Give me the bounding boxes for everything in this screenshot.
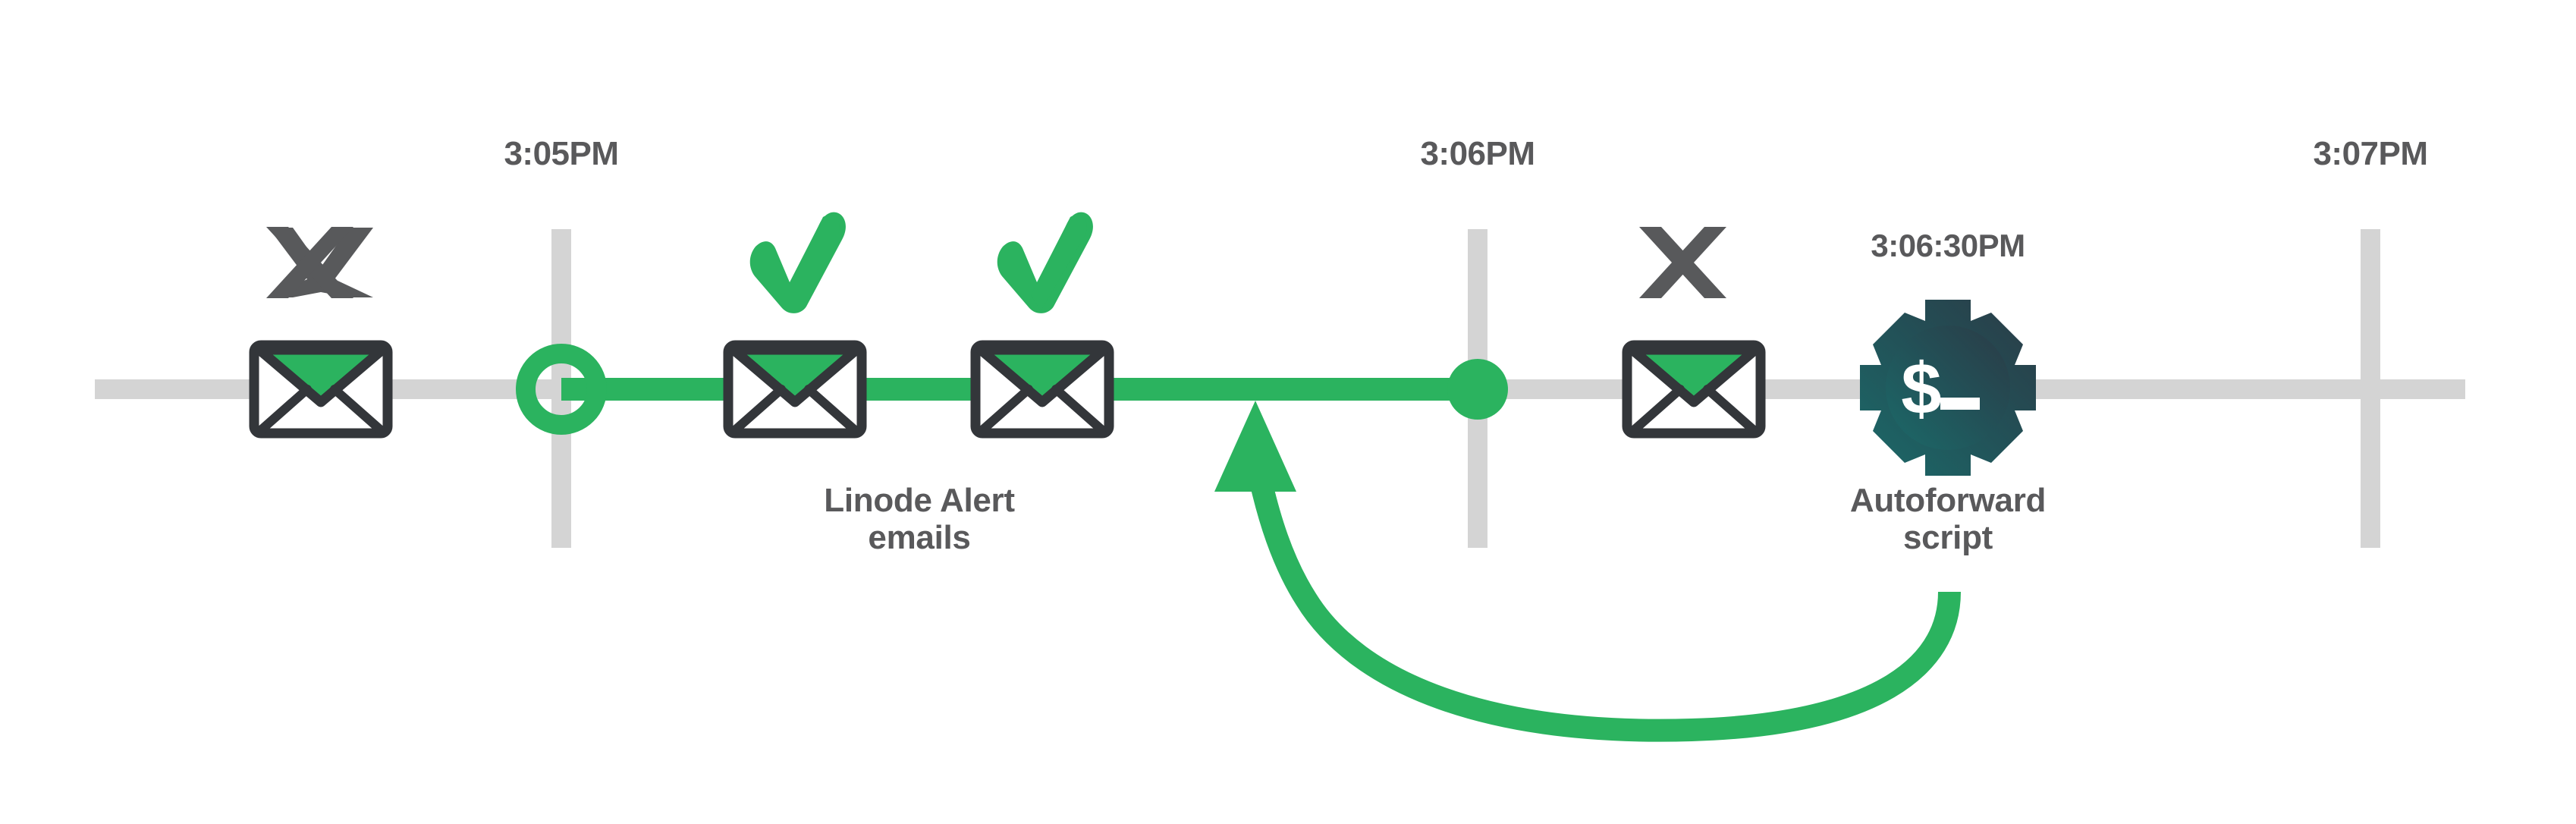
envelope-blocked-2-icon [1622, 340, 1766, 439]
autoforward-time-label: 3:06:30PM [1871, 228, 2025, 263]
linode-alert-emails-label: Linode Alert emails [824, 482, 1015, 557]
tick-label-306pm: 3:06PM [1420, 135, 1535, 172]
envelope-delivered-2-icon [970, 340, 1114, 439]
x-mark-2-icon [1639, 227, 1726, 298]
envelope-blocked-1-icon [249, 340, 393, 439]
check-mark-2-icon [997, 212, 1093, 313]
autoforward-script-label: Autoforward script [1849, 482, 2047, 557]
tick-label-305pm: 3:05PM [504, 135, 619, 172]
autoforward-flow-arrow [1214, 401, 1961, 742]
check-mark-1-icon [749, 212, 846, 313]
x-mark-1-icon [266, 227, 373, 298]
svg-text:$: $ [1901, 348, 1941, 429]
tick-mark-307pm [2361, 229, 2380, 548]
gear-terminal-icon: $ [1860, 300, 2036, 476]
tick-label-307pm: 3:07PM [2313, 135, 2428, 172]
start-ring-marker [516, 344, 607, 435]
envelope-delivered-1-icon [723, 340, 867, 439]
end-dot-marker [1447, 359, 1508, 420]
